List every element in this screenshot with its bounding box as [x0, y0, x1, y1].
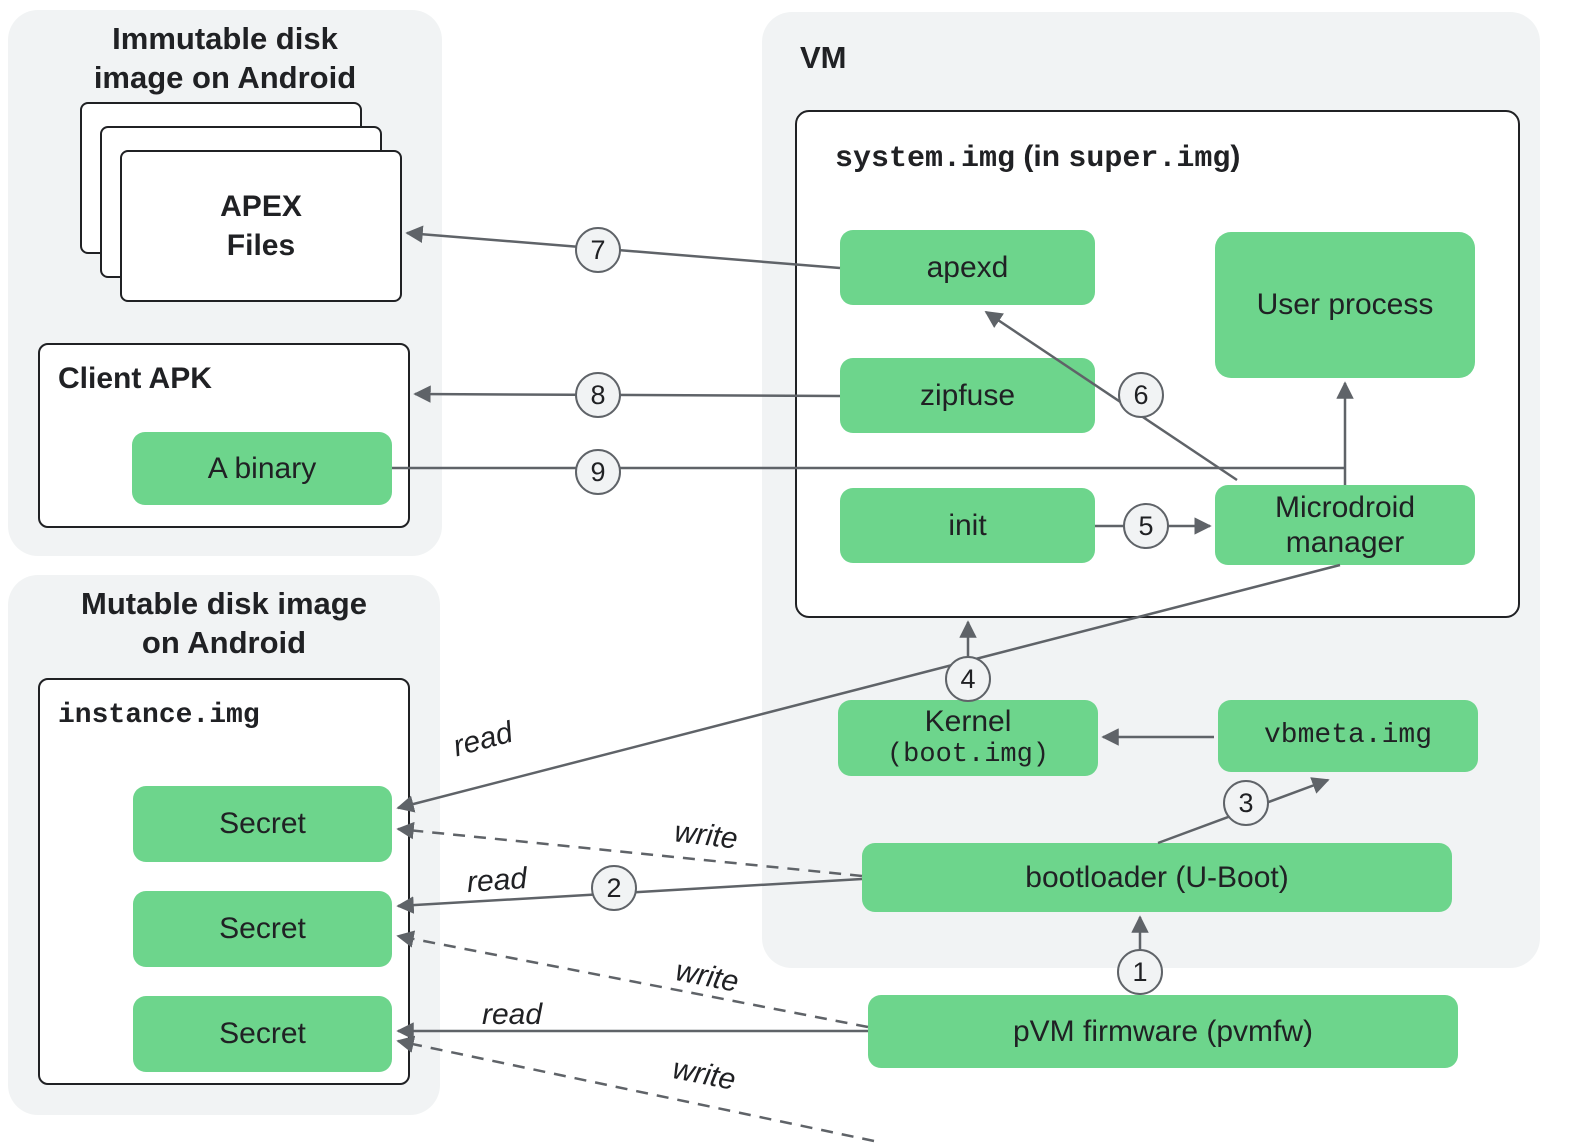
edge-label-read-secret2: read — [465, 861, 529, 900]
step-circle-7: 7 — [575, 227, 621, 273]
system-img-title-mid: (in — [1015, 140, 1069, 173]
immutable-group-title: Immutable disk image on Android — [18, 20, 432, 98]
mutable-group-title: Mutable disk image on Android — [10, 585, 438, 663]
system-img-title-code2: super.img — [1068, 142, 1231, 176]
secret2-node: Secret — [133, 891, 392, 967]
step-circle-8: 8 — [575, 372, 621, 418]
apexd-node: apexd — [840, 230, 1095, 305]
a-binary-node: A binary — [132, 432, 392, 505]
client-apk-label: Client APK — [58, 362, 212, 395]
zipfuse-node: zipfuse — [840, 358, 1095, 433]
instance-img-label: instance.img — [58, 700, 260, 731]
edge-label-read-secret1: read — [449, 715, 517, 764]
step-circle-1: 1 — [1117, 949, 1163, 995]
step-circle-3: 3 — [1223, 780, 1269, 826]
step-circle-6: 6 — [1118, 372, 1164, 418]
edge-label-write-secret3: write — [669, 1052, 739, 1097]
vm-label: VM — [800, 40, 847, 75]
mutable-group-title-line2: on Android — [141, 624, 307, 660]
secret1-node: Secret — [133, 786, 392, 862]
bootloader-node: bootloader (U-Boot) — [862, 843, 1452, 912]
mutable-group-title-line1: Mutable disk image — [81, 586, 367, 621]
kernel-label: Kernel — [924, 705, 1012, 739]
kernel-boot-img-label: (boot.img) — [886, 739, 1050, 770]
system-img-title-end: ) — [1230, 140, 1241, 173]
secret3-node: Secret — [133, 996, 392, 1072]
vbmeta-img-node: vbmeta.img — [1218, 700, 1478, 772]
pvm-firmware-node: pVM firmware (pvmfw) — [868, 995, 1458, 1068]
arrow-offscreen-write-secret3 — [396, 1035, 875, 1143]
kernel-node: Kernel (boot.img) — [838, 700, 1098, 776]
user-process-node: User process — [1215, 232, 1475, 378]
apex-files-node: APEX Files — [120, 150, 402, 302]
step-circle-5: 5 — [1123, 503, 1169, 549]
system-img-title-code1: system.img — [835, 142, 1016, 176]
step-circle-2: 2 — [591, 865, 637, 911]
microdroid-manager-node: Microdroid manager — [1215, 485, 1475, 565]
step-circle-9: 9 — [575, 449, 621, 495]
system-img-title: system.img (in super.img) — [835, 140, 1240, 176]
edge-label-read-secret3: read — [481, 998, 543, 1031]
immutable-group-title-line1: Immutable disk — [112, 21, 338, 56]
immutable-group-title-line2: image on Android — [93, 59, 357, 95]
edge-label-write-secret1: write — [672, 815, 740, 856]
step-circle-4: 4 — [945, 656, 991, 702]
edge-label-write-secret2: write — [672, 954, 742, 999]
init-node: init — [840, 488, 1095, 563]
apex-files-label-line2: Files — [226, 229, 296, 262]
apex-files-label-line1: APEX — [220, 190, 302, 223]
